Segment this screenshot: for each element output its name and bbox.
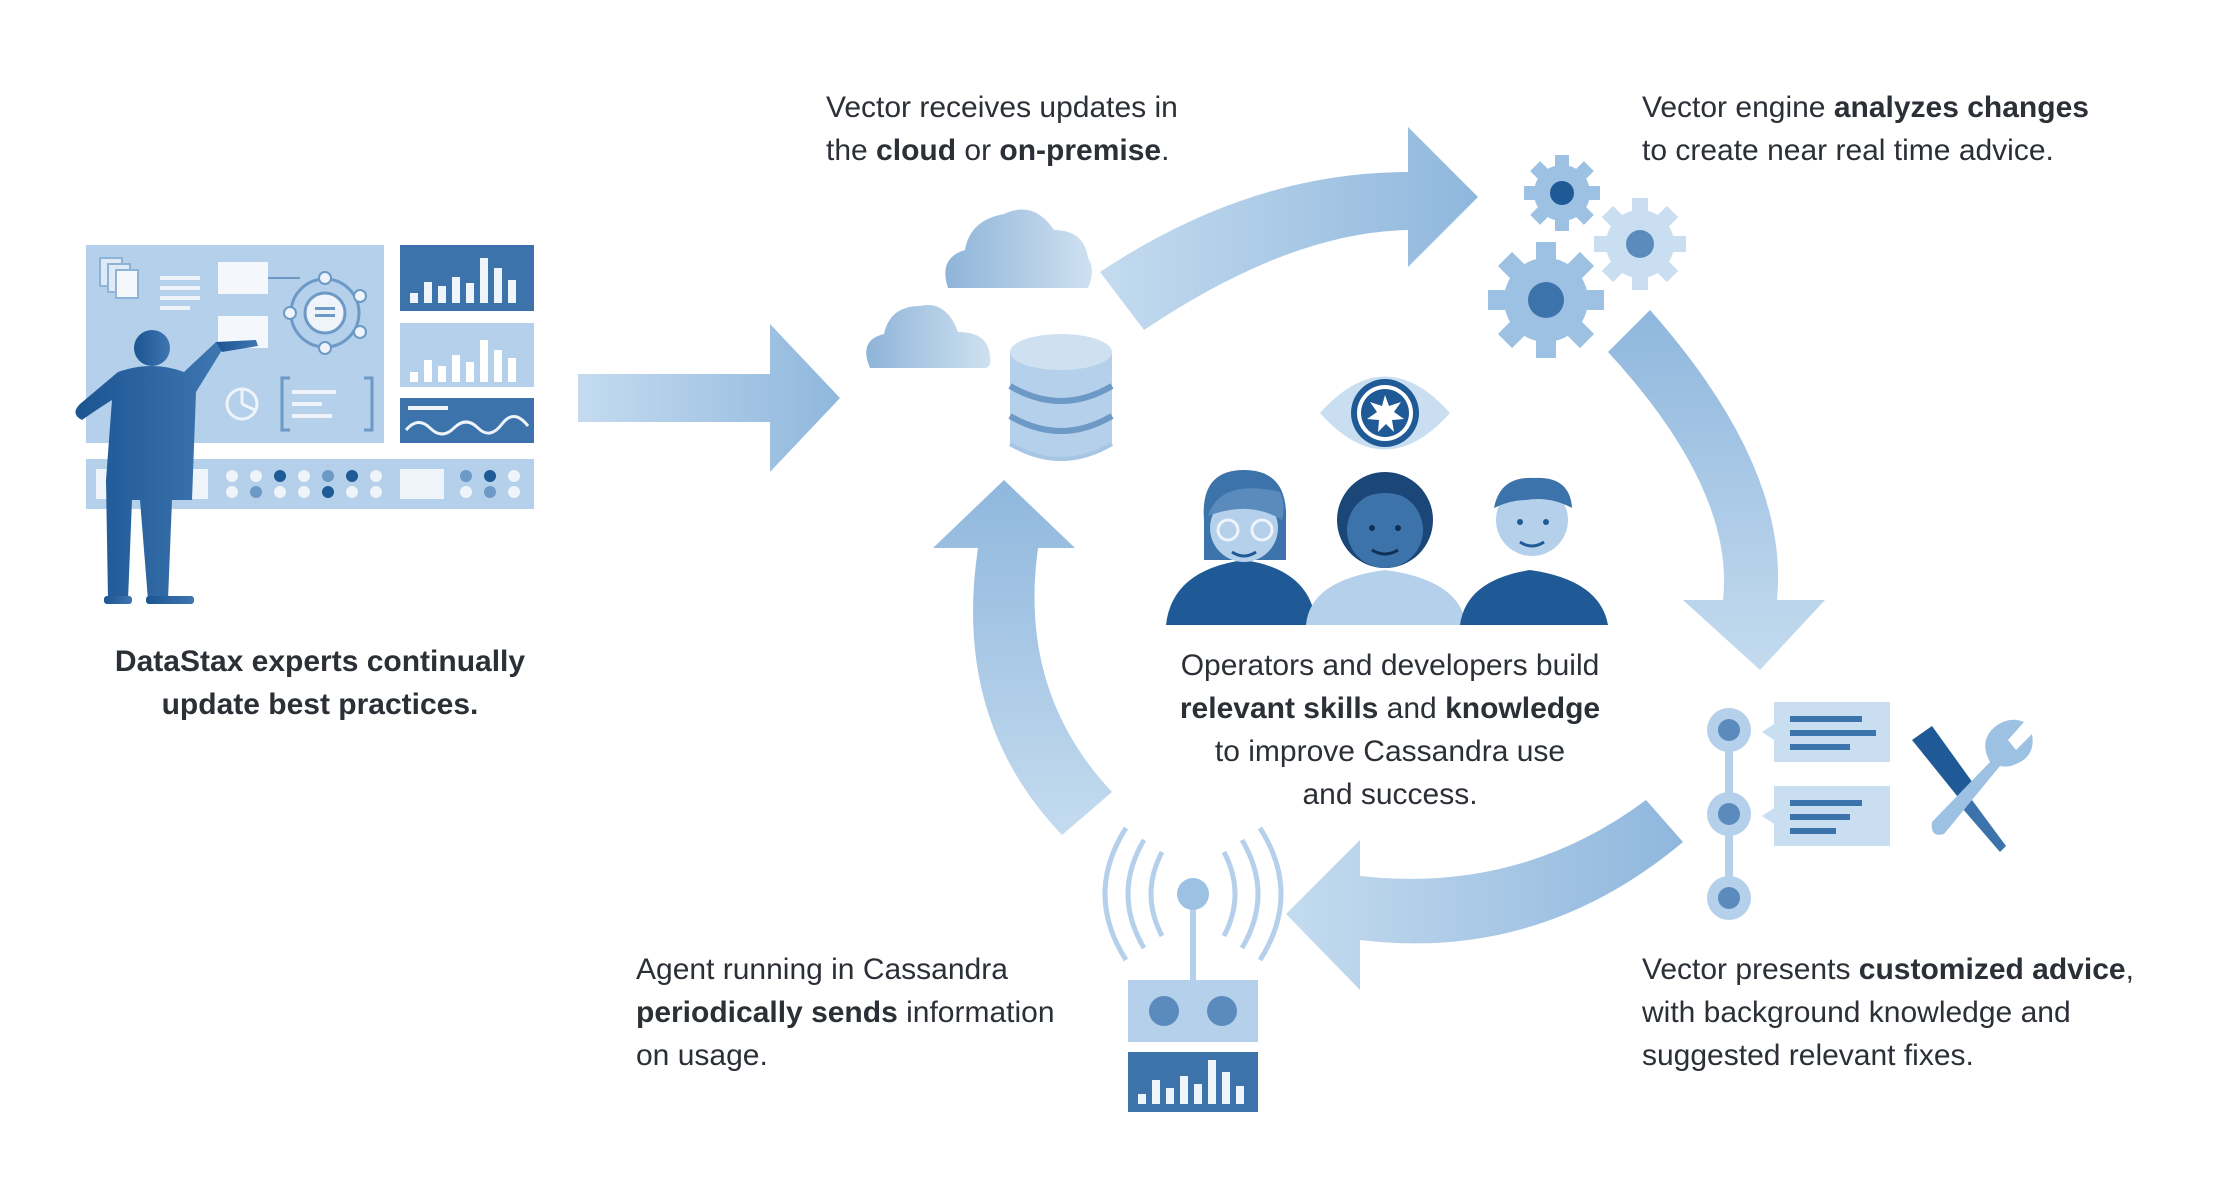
database-icon [1008,334,1114,461]
agent-device-icon [1102,826,1284,1112]
experts-illustration [75,245,534,604]
cloud-caption: Vector receives updates in the cloud or … [826,91,1178,167]
engine-caption: Vector engine analyzes changes to create… [1642,91,2089,167]
experts-caption: DataStax experts continually update best… [114,645,526,721]
cycle-arrow-right-icon [1608,310,1825,670]
operators-caption: Operators and developers build relevant … [1179,649,1601,811]
advice-icon [1707,702,1890,920]
cycle-arrow-top-icon [1100,127,1478,330]
agent-caption: Agent running in Cassandra periodically … [636,953,1055,1072]
arrow-right-icon [578,324,840,472]
cycle-arrow-left-icon [933,480,1112,835]
eye-icon [1320,376,1450,450]
cloud-icon [866,209,1092,368]
tools-icon [1912,719,2033,852]
expert-person-icon [75,330,258,604]
people-icon [1166,470,1608,625]
cycle-arrow-bottom-icon [1286,800,1683,990]
advice-caption: Vector presents customized advice, with … [1642,953,2134,1072]
